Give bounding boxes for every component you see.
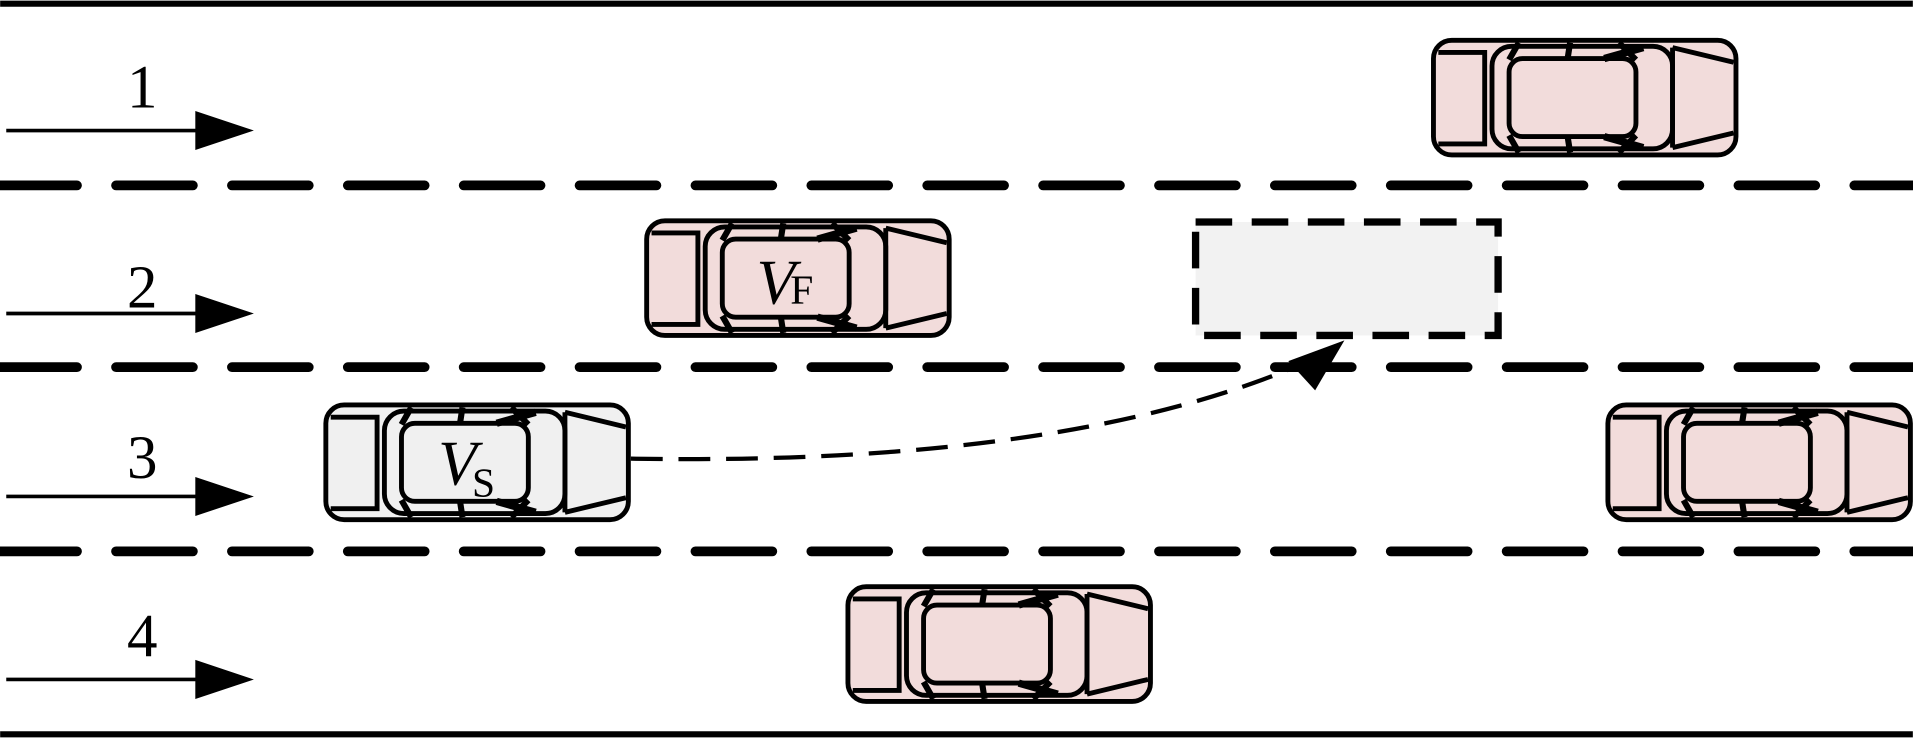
lane-number: 3 xyxy=(127,425,157,492)
vehicle-lane-4 xyxy=(848,587,1151,702)
lane-number: 2 xyxy=(127,254,157,321)
lane-change-trajectory xyxy=(630,357,1313,462)
lane-2-direction: 2 xyxy=(6,254,254,334)
target-gap xyxy=(1191,218,1502,340)
subject-vehicle-label: VS xyxy=(438,427,495,505)
arrowhead-icon xyxy=(195,293,254,334)
lane-number: 4 xyxy=(127,603,157,670)
arrowhead-icon xyxy=(195,111,254,151)
front-vehicle: VF xyxy=(647,221,950,336)
lane-3-direction: 3 xyxy=(6,425,254,516)
trajectory-arrowhead-icon xyxy=(1288,340,1345,391)
arrowhead-icon xyxy=(195,476,254,516)
lane-4-direction: 4 xyxy=(6,603,254,699)
arrowhead-icon xyxy=(195,659,254,699)
front-vehicle-label: VF xyxy=(756,247,813,318)
subject-vehicle: VS xyxy=(326,405,629,520)
vehicle-lane-1 xyxy=(1433,40,1736,155)
vehicle-lane-3-right xyxy=(1608,405,1911,520)
lane-number: 1 xyxy=(127,54,157,121)
lane-1-direction: 1 xyxy=(6,54,254,151)
